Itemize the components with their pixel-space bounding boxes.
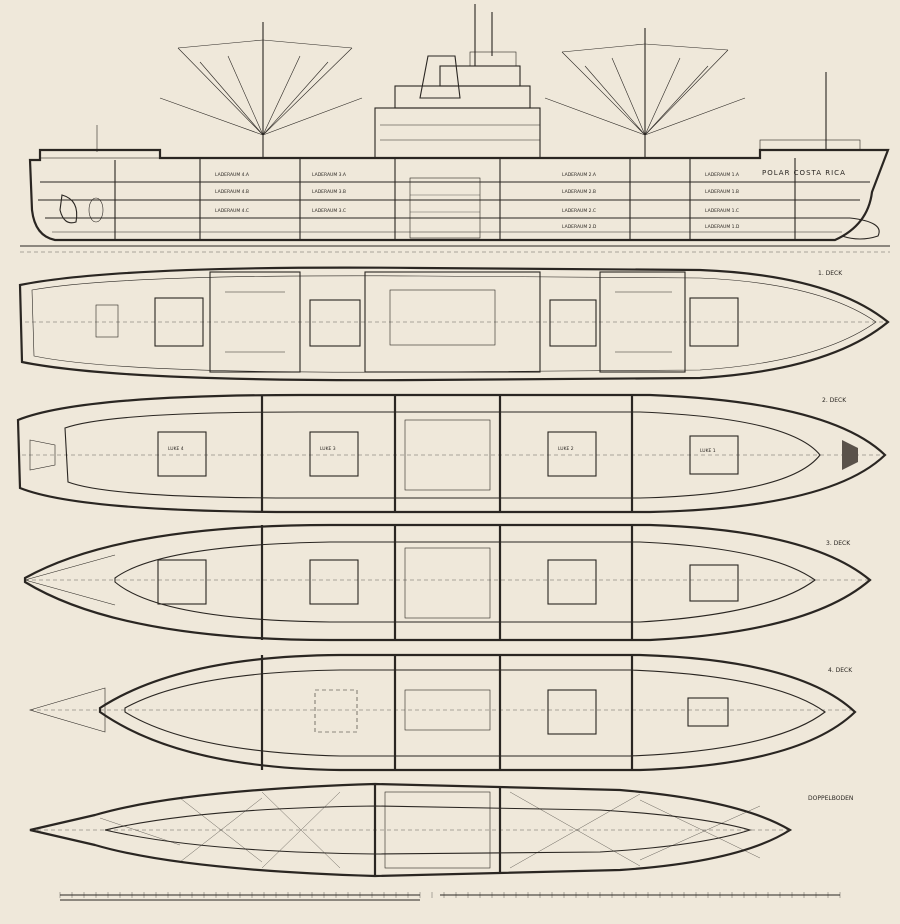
deck-label-3: 3. DECK: [826, 540, 851, 547]
double-bottom-plan: DOPPELBODEN: [29, 782, 853, 878]
ship-profile-view: LADERAUM 4.A LADERAUM 4.B LADERAUM 4.C L…: [20, 4, 890, 253]
hold-label-1c: LADERAUM 1.C: [705, 208, 739, 214]
deck-label-4: 4. DECK: [828, 667, 853, 674]
hold-label-2a: LADERAUM 2.A: [562, 172, 597, 178]
hatch-label-3: LUKE 3: [320, 446, 336, 452]
hold-label-1d: LADERAUM 1.D: [705, 224, 740, 230]
hold-label-4a: LADERAUM 4.A: [215, 172, 250, 178]
deck-plan-4: 4. DECK: [28, 653, 857, 772]
hold-label-3c: LADERAUM 3.C: [312, 208, 346, 214]
ship-name: POLAR COSTA RICA: [762, 169, 846, 177]
deck-plan-2: 2. DECK: [16, 393, 887, 514]
profile-hold-labels: LADERAUM 4.A LADERAUM 4.B LADERAUM 4.C L…: [215, 172, 740, 230]
hatch-label-4: LUKE 4: [168, 446, 184, 452]
hatch-label-1: LUKE 1: [700, 448, 716, 454]
hold-label-2d: LADERAUM 2.D: [562, 224, 597, 230]
hold-label-4c: LADERAUM 4.C: [215, 208, 249, 214]
deck-plan-1: 1. DECK: [18, 266, 890, 382]
hold-label-2c: LADERAUM 2.C: [562, 208, 596, 214]
frame-scale: [59, 892, 841, 901]
deck-label-2: 2. DECK: [822, 397, 847, 404]
hold-label-1a: LADERAUM 1.A: [705, 172, 740, 178]
hold-label-1b: LADERAUM 1.B: [705, 189, 739, 195]
deck-label-1: 1. DECK: [818, 270, 843, 277]
deck-plan-3: 3. DECK: [23, 523, 872, 642]
hold-label-3b: LADERAUM 3.B: [312, 189, 346, 195]
hatch-labels: LUKE 4 LUKE 3 LUKE 2 LUKE 1: [168, 446, 716, 454]
hold-label-4b: LADERAUM 4.B: [215, 189, 249, 195]
deck-label-doppelboden: DOPPELBODEN: [808, 795, 853, 802]
hatch-label-2: LUKE 2: [558, 446, 574, 452]
hold-label-2b: LADERAUM 2.B: [562, 189, 596, 195]
hold-label-3a: LADERAUM 3.A: [312, 172, 347, 178]
